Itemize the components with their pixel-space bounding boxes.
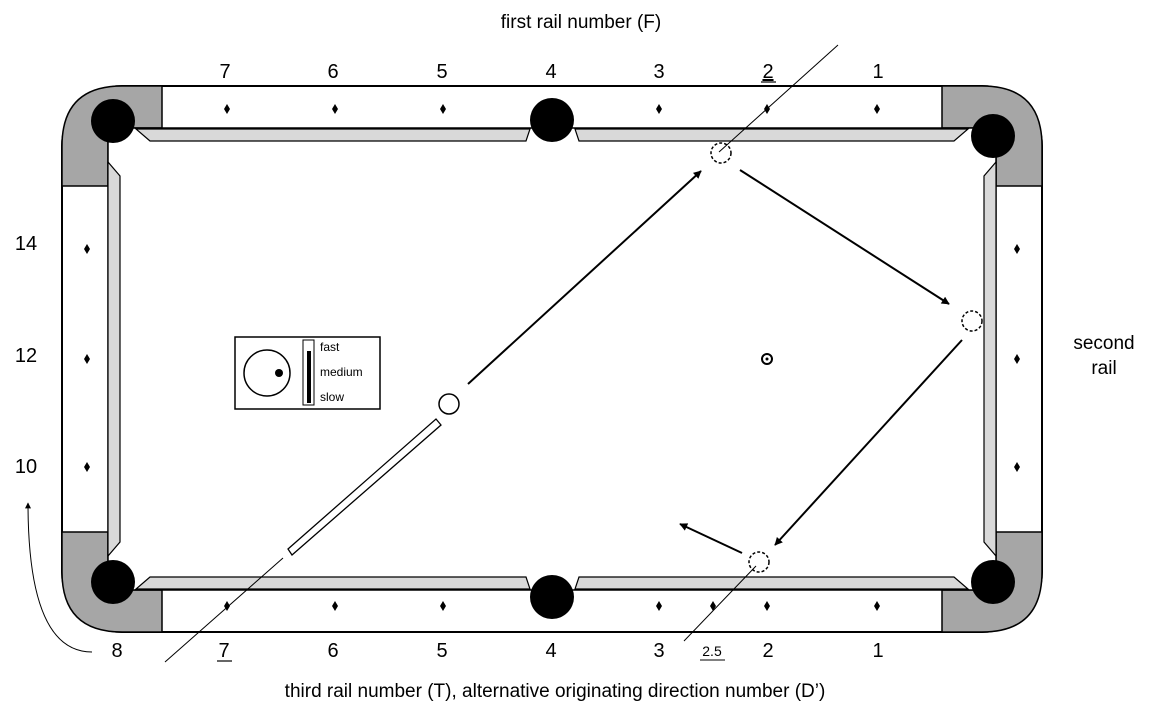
diamond-icon [84,354,90,364]
cue-ball-icon [438,393,460,415]
bottom-rail-number: 3 [653,640,664,662]
pocket-icon [971,114,1015,158]
left-rail-number: 14 [15,233,37,255]
diamond-icon [1014,244,1020,254]
diamond-icon [1014,462,1020,472]
cue-stick-icon [287,418,442,556]
diamond-icon [332,601,338,611]
top-rail-number: 5 [436,61,447,83]
curved-arrow [25,502,93,653]
ghost-ball-icon [748,551,770,573]
aim-line [164,557,284,663]
corner-pad-bottom-right [941,531,1043,633]
bottom-rail-number: 2 [762,640,773,662]
corner-pad-bottom-left [61,531,163,633]
diamond-icon [224,104,230,114]
pocket-icon [530,575,574,619]
bottom-rail-number: 5 [436,640,447,662]
path-arrow [774,339,963,546]
diamond-icon [874,104,880,114]
diamond-icon [1014,354,1020,364]
top-rail-number: 4 [545,61,556,83]
cue-ball-spin-icon [243,349,291,397]
spot-icon-center [765,357,769,361]
corner-pad-top-left [61,85,163,187]
ghost-ball-icon [961,310,983,332]
corner-pad-top-right [941,85,1043,187]
pocket-icon [91,560,135,604]
caption-bottom: third rail number (T), alternative origi… [285,681,826,702]
legend-slow-label: slow [320,390,344,404]
left-rail-number: 12 [15,345,37,367]
spot-icon [761,353,773,365]
ghost-ball-icon [710,142,732,164]
speed-bar-fill [307,351,311,403]
diamond-icon [84,462,90,472]
cushion-top-left [134,128,531,142]
diamond-icon [656,104,662,114]
path-arrow [679,523,743,554]
top-rail-number: 3 [653,61,664,83]
pocket-icon [530,98,574,142]
aim-line-lower [683,565,757,642]
spin-point-icon [275,369,283,377]
left-rail-number: 10 [15,456,37,478]
bottom-rail-number: 8 [111,640,122,662]
diamond-icon [874,601,880,611]
pocket-icon [971,560,1015,604]
cushion-bottom-right [574,576,970,590]
diamond-icon [764,601,770,611]
caption-right-line2: rail [1091,358,1116,379]
caption-right-line1: second [1073,333,1134,354]
bottom-rail-number: 1 [872,640,883,662]
cushion-right [983,160,997,558]
top-rail-number: 1 [872,61,883,83]
legend-fast-label: fast [320,340,340,354]
diamond-icon [710,601,716,611]
top-rail-number: 7 [219,61,230,83]
cushion-left [107,160,121,558]
speed-legend: fast medium slow [234,336,381,410]
bottom-rail-number: 4 [545,640,556,662]
path-arrow [739,169,950,305]
aim-line-upper [718,44,839,153]
path-arrow [467,170,702,385]
legend-medium-label: medium [320,365,363,379]
diamond-icon [656,601,662,611]
bottom-rail-number-small: 2.5 [702,643,722,659]
diamond-icon [440,601,446,611]
top-rail-number-underlined: 2 [762,61,773,83]
caption-top: first rail number (F) [501,12,661,33]
top-rail-number: 6 [327,61,338,83]
diamond-icon [440,104,446,114]
bottom-rail-number-underlined: 7 [218,640,229,662]
bottom-rail-number: 6 [327,640,338,662]
cushion-bottom-left [134,576,531,590]
diamond-icon [84,244,90,254]
pocket-icon [91,99,135,143]
diamond-icon [332,104,338,114]
cushion-top-right [574,128,970,142]
